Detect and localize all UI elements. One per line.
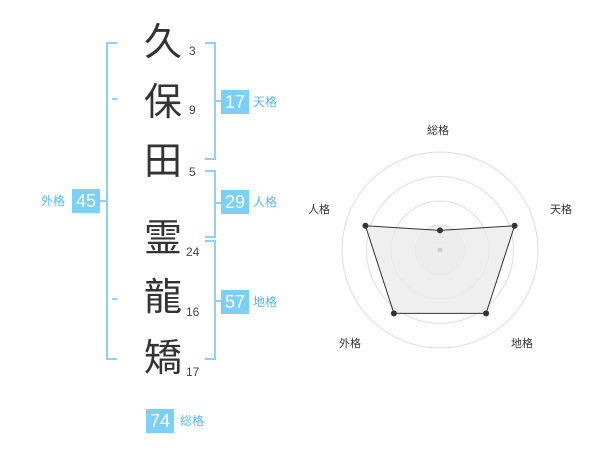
radar-data-polygon — [364, 225, 516, 314]
gaikaku-label: 外格 — [41, 194, 66, 208]
radar-axis-label-jinkaku: 人格 — [308, 203, 330, 216]
stroke-count-4: 24 — [186, 245, 200, 259]
jinkaku-label: 人格 — [253, 195, 278, 209]
radar-point-0 — [437, 227, 443, 234]
chikaku-label: 地格 — [253, 295, 278, 309]
jinkaku-bracket — [205, 170, 216, 238]
gaikaku-bracket — [106, 42, 117, 360]
gaikaku-connector — [99, 200, 106, 202]
name-char-1: 久 — [143, 20, 182, 64]
tenkaku-value-badge: 17 — [221, 90, 249, 114]
radar-point-1 — [511, 222, 518, 229]
stroke-count-3: 5 — [189, 165, 196, 179]
chikaku-connector — [216, 300, 224, 302]
chikaku-bracket — [205, 240, 216, 360]
gaikaku-value-badge: 45 — [72, 189, 100, 213]
radar-grid-ring — [366, 176, 514, 324]
name-char-3: 田 — [143, 139, 182, 183]
chikaku-value-badge: 57 — [221, 290, 249, 314]
radar-point-2 — [483, 310, 490, 317]
stroke-count-6: 17 — [186, 365, 200, 379]
tenkaku-label: 天格 — [253, 95, 278, 109]
tenkaku-connector — [216, 100, 224, 102]
radar-axis-label-chikaku: 地格 — [511, 337, 533, 350]
soukaku-label: 総格 — [180, 414, 205, 428]
gaikaku-tick-bottom — [112, 298, 117, 300]
name-char-4: 霊 — [143, 216, 182, 260]
radar-axis-label-tenkaku: 天格 — [550, 203, 572, 216]
radar-point-3 — [390, 310, 397, 317]
name-char-5: 龍 — [143, 275, 182, 319]
name-char-6: 矯 — [143, 336, 182, 380]
name-char-2: 保 — [143, 80, 182, 124]
radar-axis-label-soukaku: 総格 — [427, 124, 449, 137]
soukaku-value-badge: 74 — [146, 409, 174, 433]
radar-center-dot — [437, 247, 443, 253]
stroke-count-5: 16 — [186, 305, 200, 319]
radar-point-4 — [362, 222, 369, 229]
radar-grid-ring — [341, 151, 539, 349]
radar-axis-label-gaikaku: 外格 — [339, 337, 361, 350]
stroke-count-2: 9 — [189, 103, 196, 117]
stroke-count-1: 3 — [189, 44, 196, 58]
jinkaku-connector — [216, 202, 224, 204]
jinkaku-value-badge: 29 — [221, 190, 249, 214]
gaikaku-tick-top — [112, 98, 117, 100]
tenkaku-bracket — [205, 42, 216, 160]
